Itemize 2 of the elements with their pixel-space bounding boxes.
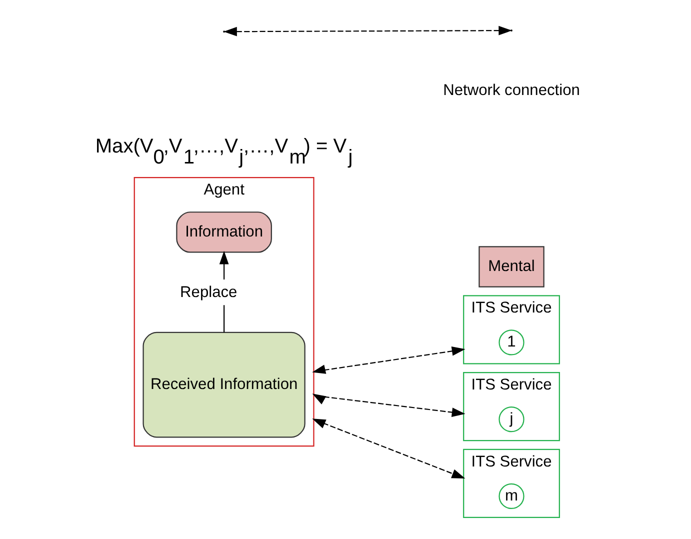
legend-label: Network connection (443, 82, 580, 99)
edge-label: Replace (180, 284, 238, 302)
